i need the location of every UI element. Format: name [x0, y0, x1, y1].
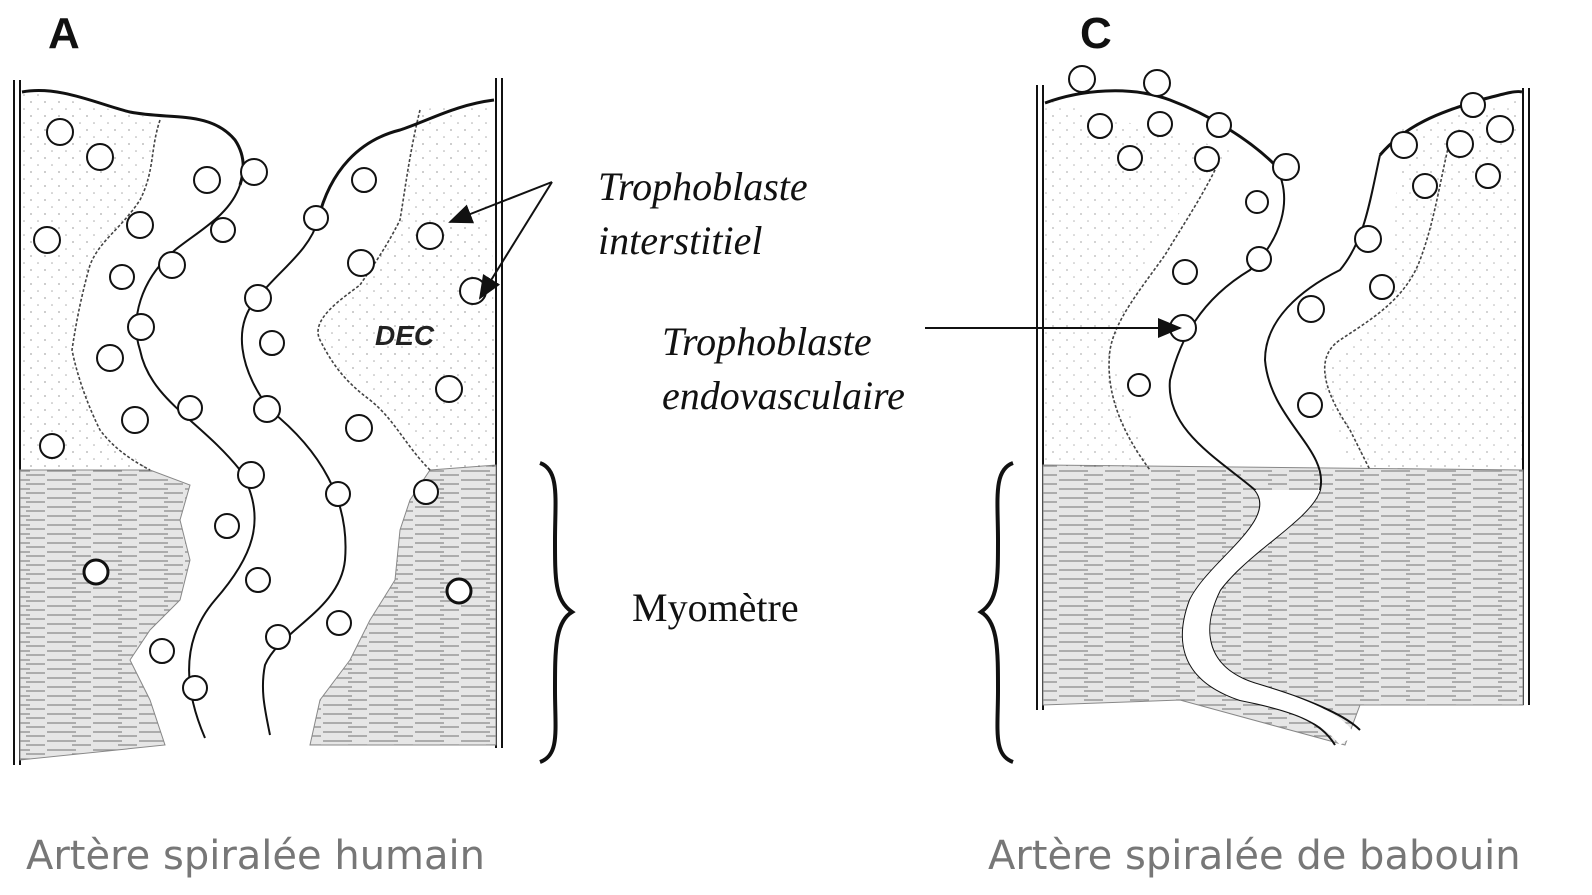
endovascular-label-line1: Trophoblaste [662, 315, 905, 369]
panel-a-myometrium-right [310, 465, 496, 745]
myometrium-label: Myomètre [632, 588, 799, 628]
panel-c-letter: C [1080, 12, 1112, 56]
interstitial-label-line1: Trophoblaste [598, 160, 808, 214]
interstitial-trophoblast-label: Trophoblaste interstitiel [598, 160, 808, 268]
panel-a-wall-left [14, 80, 20, 765]
endovascular-trophoblast-label: Trophoblaste endovasculaire [662, 315, 905, 423]
interstitial-label-line2: interstitiel [598, 214, 808, 268]
myometrium-brace-right [981, 463, 1013, 762]
panel-c [1037, 66, 1529, 745]
panel-a-myometrium-left [20, 470, 190, 760]
panel-c-wall-left [1037, 85, 1043, 710]
panel-a-wall-right [496, 78, 502, 748]
endovascular-label-line2: endovasculaire [662, 369, 905, 423]
panel-c-decidua-stipple-right [1320, 100, 1522, 470]
caption-baboon: Artère spiralée de babouin [988, 836, 1521, 876]
panel-a [14, 78, 502, 765]
myometrium-brace-left [540, 463, 572, 762]
decidua-label: DEC [375, 320, 434, 352]
panel-c-wall-right [1523, 88, 1529, 705]
caption-human: Artère spiralée humain [26, 836, 485, 876]
panel-a-letter: A [48, 12, 80, 56]
